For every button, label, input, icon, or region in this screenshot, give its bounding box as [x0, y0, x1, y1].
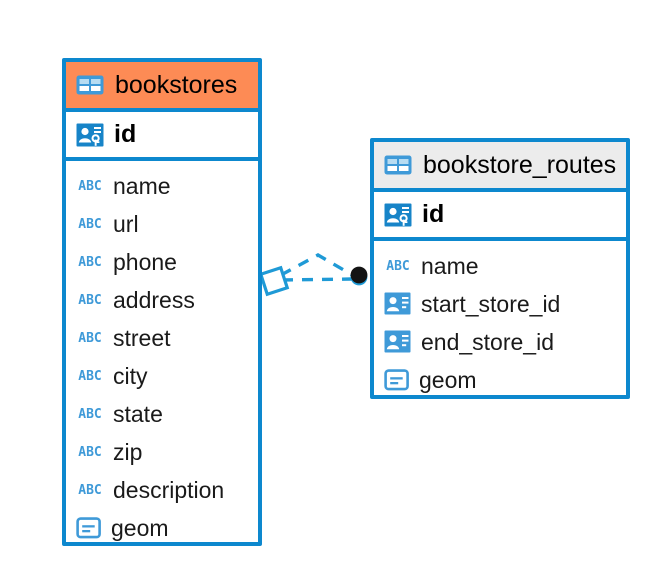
field-row[interactable]: geom [66, 509, 258, 547]
table-icon [76, 74, 104, 96]
foreign-key-icon [384, 292, 412, 316]
relationship-line-lower [281, 277, 353, 282]
diamond-marker [258, 265, 290, 297]
field-label: name [113, 172, 171, 199]
field-row[interactable]: ABC city [66, 357, 258, 395]
geometry-type-icon [384, 368, 410, 392]
field-label: state [113, 400, 163, 427]
field-label: end_store_id [421, 328, 554, 355]
primary-key-icon [384, 202, 412, 228]
field-label: url [113, 210, 139, 237]
field-row[interactable]: ABC url [66, 205, 258, 243]
field-label: street [113, 324, 171, 351]
entity-header[interactable]: bookstore_routes [374, 142, 626, 192]
field-label: start_store_id [421, 290, 561, 317]
text-type-icon: ABC [78, 254, 102, 270]
table-icon [384, 154, 412, 176]
primary-key-icon [76, 122, 104, 148]
geometry-type-icon [76, 516, 102, 540]
relationship-line-upper [280, 253, 355, 278]
text-type-icon: ABC [78, 292, 102, 308]
field-row[interactable]: ABC zip [66, 433, 258, 471]
field-label: address [113, 286, 195, 313]
text-type-icon: ABC [78, 444, 102, 460]
field-label: phone [113, 248, 177, 275]
text-type-icon: ABC [78, 368, 102, 384]
entity-table-bookstore-routes[interactable]: bookstore_routes id ABC name [370, 138, 630, 399]
primary-key-label: id [114, 120, 137, 148]
field-row[interactable]: start_store_id [374, 285, 626, 323]
field-row[interactable]: ABC description [66, 471, 258, 509]
field-row[interactable]: ABC street [66, 319, 258, 357]
field-label: geom [111, 514, 169, 541]
text-type-icon: ABC [78, 178, 102, 194]
field-row[interactable]: ABC name [374, 247, 626, 285]
field-list: ABC name start_store_id [374, 241, 626, 407]
entity-title: bookstore_routes [423, 150, 617, 179]
field-row[interactable]: geom [374, 361, 626, 399]
field-label: city [113, 362, 148, 389]
text-type-icon: ABC [78, 482, 102, 498]
field-row[interactable]: ABC name [66, 167, 258, 205]
field-row[interactable]: ABC address [66, 281, 258, 319]
text-type-icon: ABC [78, 330, 102, 346]
primary-key-label: id [422, 200, 445, 228]
primary-key-row[interactable]: id [374, 192, 626, 241]
text-type-icon: ABC [78, 406, 102, 422]
filled-circle-marker [350, 266, 368, 286]
field-row[interactable]: ABC phone [66, 243, 258, 281]
text-type-icon: ABC [386, 258, 410, 274]
entity-header[interactable]: bookstores [66, 62, 258, 112]
field-label: name [421, 252, 479, 279]
text-type-icon: ABC [78, 216, 102, 232]
field-label: description [113, 476, 225, 503]
field-row[interactable]: end_store_id [374, 323, 626, 361]
primary-key-row[interactable]: id [66, 112, 258, 161]
entity-title: bookstores [115, 70, 238, 99]
entity-table-bookstores[interactable]: bookstores id ABC name [62, 58, 262, 546]
field-row[interactable]: ABC state [66, 395, 258, 433]
field-label: zip [113, 438, 143, 465]
field-label: geom [419, 366, 477, 393]
foreign-key-icon [384, 330, 412, 354]
field-list: ABC name ABC url ABC phone ABC address A… [66, 161, 258, 555]
